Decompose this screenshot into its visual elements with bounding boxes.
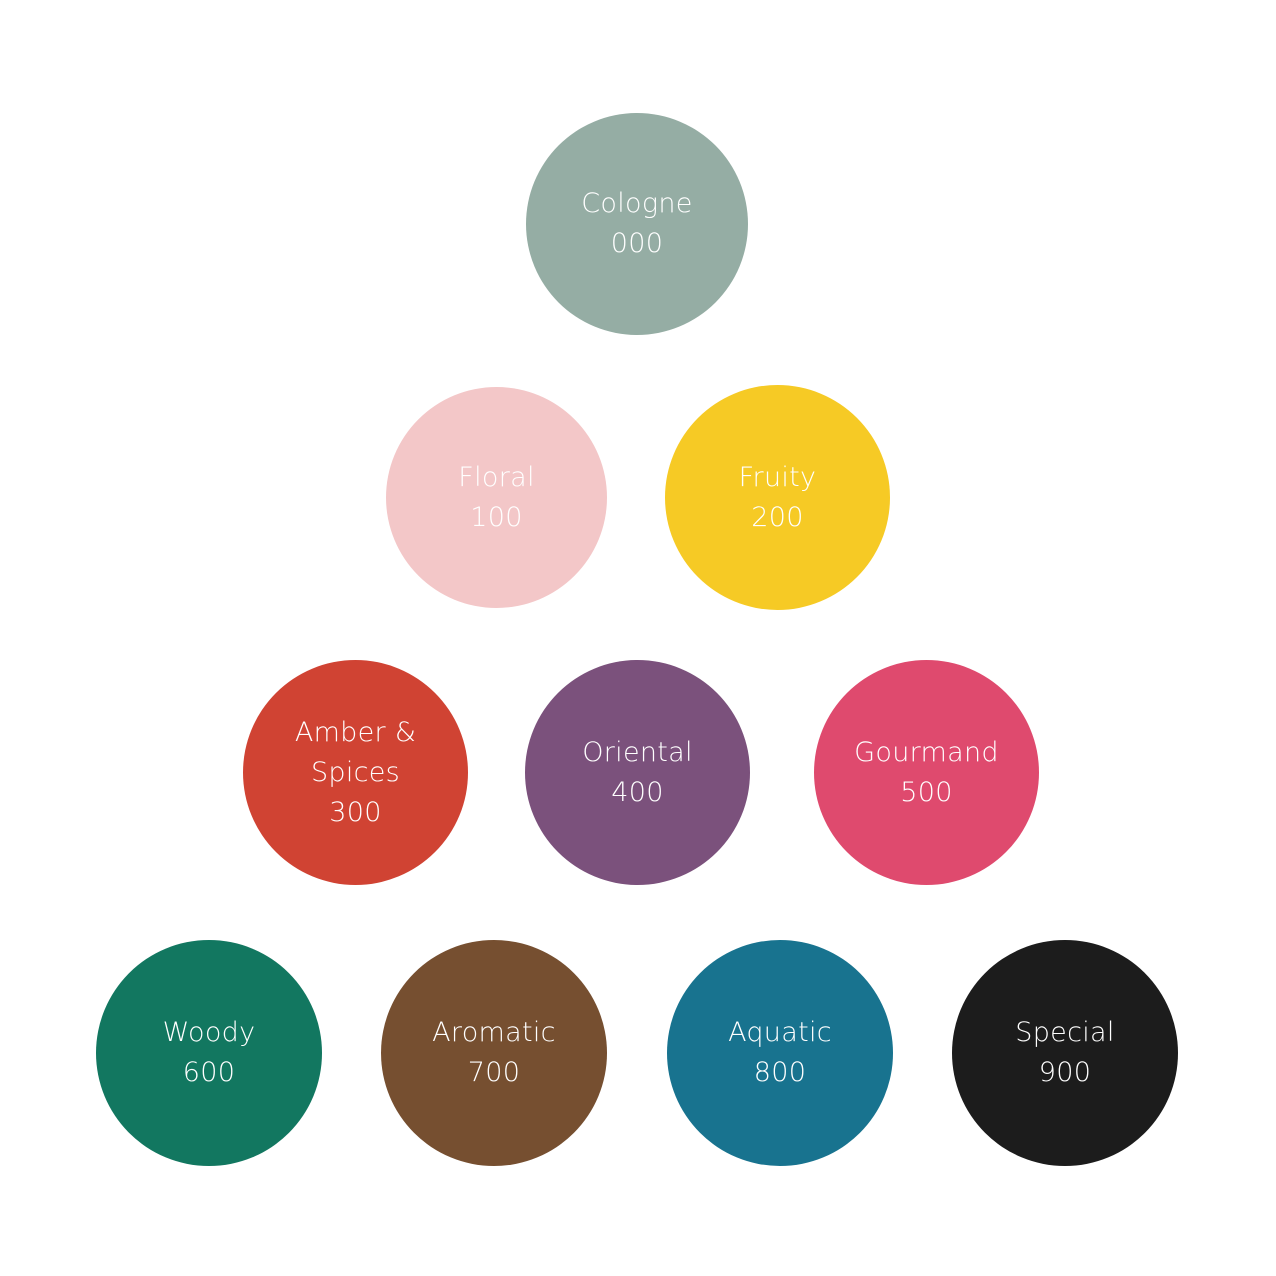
family-code: 000 xyxy=(610,228,664,259)
family-circle-oriental: Oriental 400 xyxy=(525,660,750,885)
family-circle-woody: Woody 600 xyxy=(96,940,322,1166)
family-circle-amber-spices: Amber & Spices 300 xyxy=(243,660,468,885)
family-name: Woody xyxy=(162,1017,256,1048)
family-name: Cologne xyxy=(581,188,693,219)
family-circle-aromatic: Aromatic 700 xyxy=(381,940,607,1166)
family-circle-fruity: Fruity 200 xyxy=(665,385,890,610)
family-name: Aquatic xyxy=(728,1017,832,1048)
family-code: 700 xyxy=(467,1057,521,1088)
family-code: 100 xyxy=(470,501,523,533)
family-circle-gourmand: Gourmand 500 xyxy=(814,660,1039,885)
family-circle-special: Special 900 xyxy=(952,940,1178,1166)
family-name: Floral xyxy=(458,461,535,493)
family-code: 600 xyxy=(182,1057,236,1088)
family-name: Oriental xyxy=(582,736,693,768)
family-code: 300 xyxy=(329,796,382,828)
family-name: Aromatic xyxy=(432,1017,556,1048)
family-name: Gourmand xyxy=(854,736,999,768)
family-code: 400 xyxy=(611,776,664,808)
family-circle-floral: Floral 100 xyxy=(386,387,607,608)
family-name-line-1: Amber & xyxy=(294,716,417,748)
family-code: 900 xyxy=(1038,1057,1092,1088)
family-circle-cologne: Cologne 000 xyxy=(526,113,748,335)
family-name-line-2: Spices xyxy=(310,756,401,788)
family-code: 200 xyxy=(751,501,804,533)
family-code: 800 xyxy=(753,1057,807,1088)
family-circle-aquatic: Aquatic 800 xyxy=(667,940,893,1166)
family-code: 500 xyxy=(900,776,953,808)
family-name: Special xyxy=(1015,1017,1115,1048)
family-name: Fruity xyxy=(738,461,817,493)
